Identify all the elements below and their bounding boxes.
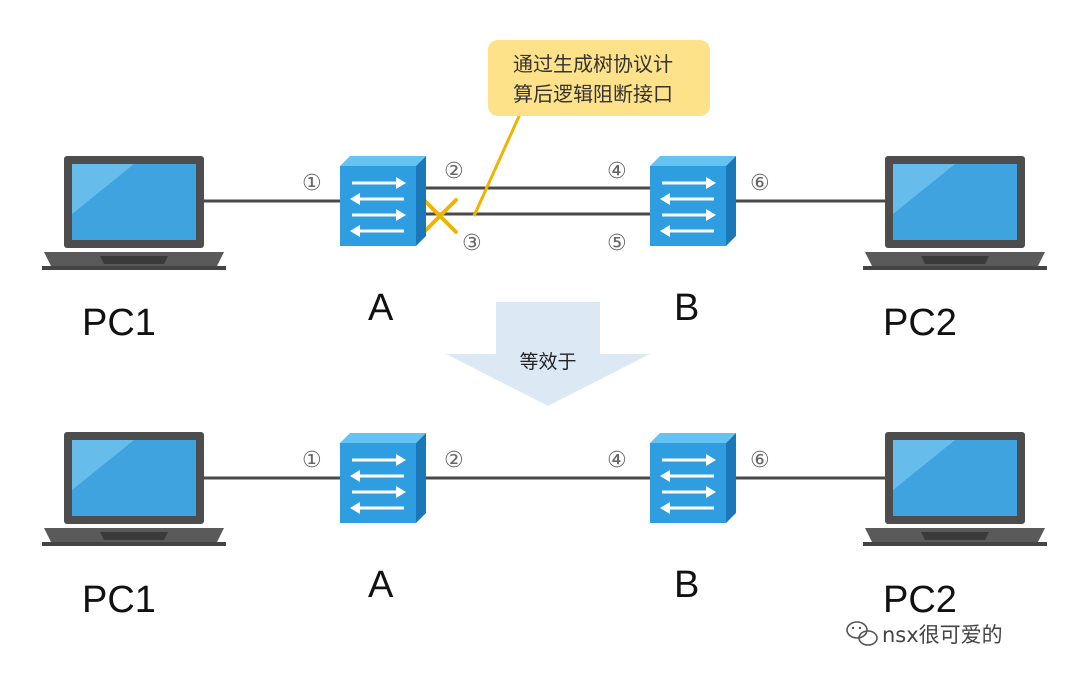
top-pc2-label: PC2 [883, 302, 957, 344]
watermark: nsx很可爱的 [846, 621, 1003, 647]
bottom-topology: ① ② ④ ⑥ PC1 A B PC2 [42, 431, 1047, 621]
wechat-icon [846, 621, 878, 646]
pc2-laptop-icon [863, 156, 1047, 270]
bottom-pc2-label: PC2 [883, 579, 957, 621]
bottom-switch-b-label: B [674, 564, 699, 606]
equivalence-label: 等效于 [519, 351, 576, 373]
equivalence-arrow: 等效于 [446, 302, 650, 406]
bottom-port-4: ④ [607, 448, 627, 473]
top-port-6: ⑥ [750, 171, 770, 196]
callout-connector [472, 113, 522, 217]
bottom-pc1-laptop-icon [42, 432, 226, 546]
blocked-port-cross-icon [422, 198, 458, 234]
bottom-switch-a-label: A [368, 564, 394, 606]
top-switch-a-label: A [368, 287, 394, 329]
top-switch-b-label: B [674, 287, 699, 329]
bottom-switch-b-icon [648, 431, 738, 525]
top-port-5: ⑤ [607, 231, 627, 256]
switch-b-icon [648, 154, 738, 248]
callout-line-2: 算后逻辑阻断接口 [513, 82, 673, 106]
down-arrow-icon [446, 302, 650, 406]
bottom-port-6: ⑥ [750, 448, 770, 473]
callout-line-1: 通过生成树协议计 [513, 52, 673, 76]
top-port-3: ③ [462, 231, 482, 256]
bottom-port-2: ② [444, 448, 464, 473]
bottom-pc2-laptop-icon [863, 432, 1047, 546]
top-port-1: ① [302, 171, 322, 196]
top-topology: ① ② ③ ④ ⑤ ⑥ PC1 A B PC2 通过生成树协议计 算后逻辑阻断接… [42, 40, 1047, 344]
pc1-laptop-icon [42, 156, 226, 270]
top-port-4: ④ [607, 159, 627, 184]
bottom-pc1-label: PC1 [82, 579, 156, 621]
top-pc1-label: PC1 [82, 302, 156, 344]
watermark-text: nsx很可爱的 [882, 623, 1003, 647]
bottom-switch-a-icon [338, 431, 428, 525]
bottom-port-1: ① [302, 448, 322, 473]
stp-callout: 通过生成树协议计 算后逻辑阻断接口 [488, 40, 710, 116]
top-port-2: ② [444, 159, 464, 184]
switch-a-icon [338, 154, 428, 248]
